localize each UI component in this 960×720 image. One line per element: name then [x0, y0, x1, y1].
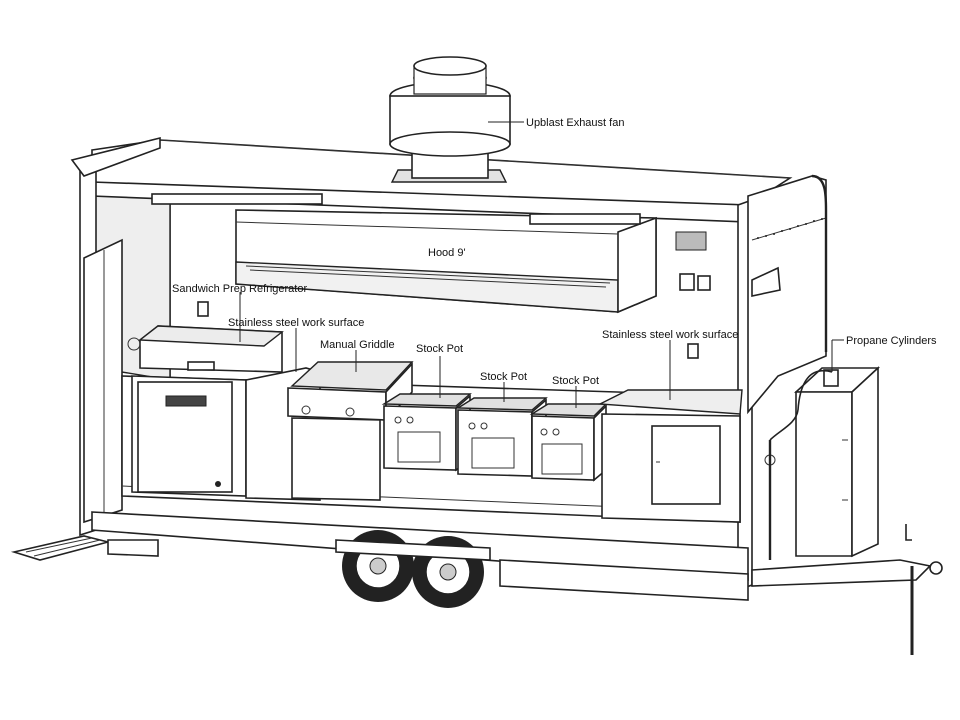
label-stock-pot-2: Stock Pot: [480, 371, 527, 383]
rivet-row: [757, 218, 823, 239]
leader-lines: [239, 121, 844, 408]
ceiling-light-left: [151, 193, 323, 205]
window-awning: [751, 266, 781, 297]
manual-griddle: [287, 361, 414, 501]
label-stock-pot-1: Stock Pot: [416, 343, 463, 355]
exhaust-fan: [389, 56, 511, 183]
label-work-surface-right: Stainless steel work surface: [602, 329, 738, 341]
outlet-pair-a: [679, 273, 695, 291]
door-frame: [83, 238, 123, 524]
sandwich-prep-refrigerator: [127, 325, 284, 497]
ceiling-light-right: [529, 213, 641, 225]
label-work-surface-left: Stainless steel work surface: [228, 317, 364, 329]
wall-box: [675, 231, 707, 251]
outlet-left: [197, 301, 209, 317]
left-door: [70, 136, 161, 177]
labels: Upblast Exhaust fan Hood 9' Sandwich Pre…: [172, 117, 937, 387]
label-hood: Hood 9': [428, 247, 466, 259]
wheels: [335, 530, 491, 608]
outlet-right: [687, 343, 699, 359]
label-propane: Propane Cylinders: [846, 335, 937, 347]
work-surface-right: [597, 389, 743, 523]
entry-step: [10, 535, 159, 561]
outlet-pair-b: [697, 275, 711, 291]
label-griddle: Manual Griddle: [320, 339, 395, 351]
label-stock-pot-3: Stock Pot: [552, 375, 599, 387]
propane-area: [751, 174, 943, 655]
hood: [235, 209, 657, 314]
label-exhaust-fan: Upblast Exhaust fan: [526, 117, 624, 129]
label-sandwich-fridge: Sandwich Prep Refrigerator: [172, 283, 307, 295]
